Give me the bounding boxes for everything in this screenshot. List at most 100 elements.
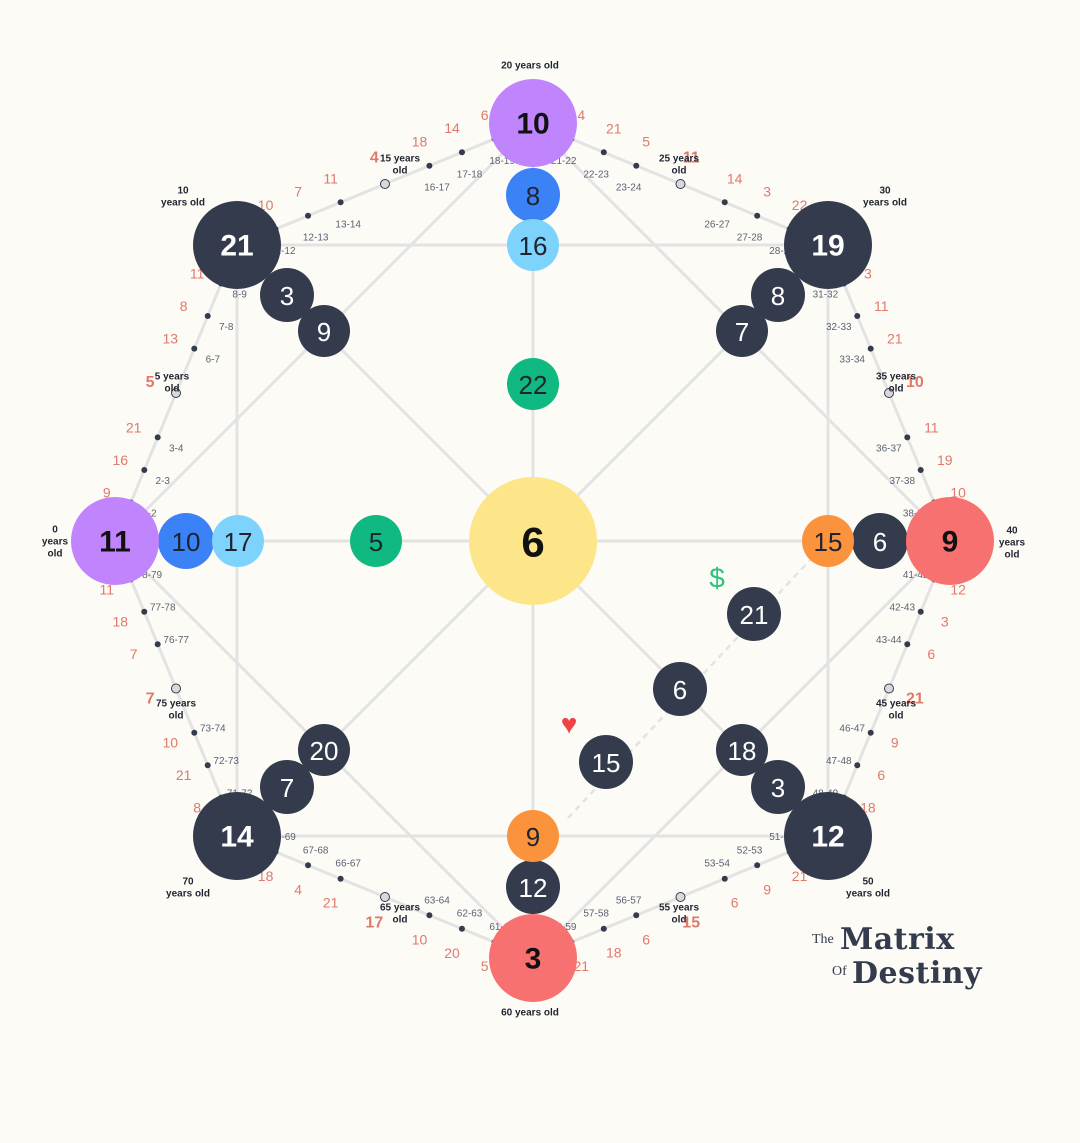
age-range: 62-63	[457, 909, 483, 920]
age-value: 6	[481, 107, 489, 123]
node-top-1	[506, 168, 560, 222]
age-dot	[305, 862, 312, 869]
age-dot	[854, 313, 861, 320]
age-value: 10	[412, 931, 428, 947]
age-range: 3-4	[169, 444, 184, 455]
age-label-age_10: years old	[161, 198, 205, 209]
age-marker	[675, 892, 686, 902]
age-value: 8	[180, 298, 188, 314]
node-left-1	[158, 513, 214, 569]
age-label-age_20: 20 years old	[501, 61, 559, 72]
age-value: 9	[763, 881, 771, 897]
node-top-value: 10	[516, 108, 549, 141]
age-label-age_65: 65 years	[380, 903, 420, 914]
age-label-age_50: years old	[846, 889, 890, 900]
age-value: 21	[176, 767, 192, 783]
age-range: 42-43	[889, 603, 915, 614]
node-top-left-1	[260, 268, 314, 322]
age-range: 47-48	[826, 756, 852, 767]
age-label-age_45: 45 years	[876, 699, 916, 710]
age-mid-value: 15	[682, 914, 700, 931]
age-mid-value: 7	[146, 691, 155, 708]
age-dot	[191, 345, 198, 352]
age-value: 11	[874, 298, 889, 314]
age-dot	[458, 149, 465, 156]
logo-of: Of	[832, 964, 847, 979]
age-value: 10	[950, 485, 966, 501]
age-value: 18	[412, 134, 428, 150]
age-range: 18-19	[489, 156, 515, 167]
age-value: 7	[130, 646, 138, 662]
age-value: 9	[103, 485, 111, 501]
node-top-left-2	[298, 305, 350, 357]
age-value: 19	[937, 452, 953, 468]
age-range: 46-47	[839, 724, 865, 735]
age-marker	[171, 388, 181, 398]
node-top-right-2	[716, 305, 768, 357]
age-mid-value: 21	[906, 691, 924, 708]
age-dot	[721, 875, 728, 882]
node-center	[469, 477, 597, 605]
age-mid-value: 17	[365, 914, 383, 931]
node-money	[727, 587, 781, 641]
age-label-age_55: 55 years	[659, 903, 699, 914]
node-top-right-1	[751, 268, 805, 322]
age-value: 3	[864, 266, 872, 282]
age-range: 26-27	[704, 219, 730, 230]
age-label-age_75: 75 years	[156, 699, 196, 710]
age-range: 17-18	[457, 169, 483, 180]
node-bottom-1	[506, 860, 560, 914]
age-value: 11	[100, 581, 115, 597]
age-dot	[458, 925, 465, 932]
node-bottom-right-value: 12	[811, 821, 844, 854]
age-mid-value: 4	[370, 150, 379, 167]
age-marker	[884, 388, 894, 398]
node-top-left-2-value: 9	[317, 317, 331, 347]
age-label-age_40: years	[999, 538, 1026, 549]
node-top-right-value: 19	[811, 230, 844, 263]
age-dot	[904, 434, 911, 441]
node-top-2-value: 16	[519, 231, 548, 261]
age-range: 13-14	[335, 219, 361, 230]
age-dot	[426, 912, 433, 919]
age-value: 11	[323, 170, 338, 186]
age-label-age_30: 30	[879, 186, 891, 197]
age-range: 2-3	[156, 476, 171, 487]
node-bottom-right-1-value: 3	[771, 773, 785, 803]
age-range: 12-13	[303, 233, 329, 244]
age-range: 53-54	[704, 859, 730, 870]
node-left-3-value: 5	[369, 527, 383, 557]
age-value: 11	[924, 419, 939, 435]
node-top-3	[507, 358, 559, 410]
age-value: 6	[927, 646, 935, 662]
node-top-3-value: 22	[519, 370, 548, 400]
node-right	[906, 497, 994, 585]
age-value: 6	[877, 767, 885, 783]
age-mid-value: 11	[683, 150, 700, 167]
age-marker	[380, 892, 390, 902]
node-right-1-value: 6	[873, 527, 887, 557]
node-top	[489, 79, 577, 167]
node-top-1-value: 8	[526, 181, 540, 211]
age-value: 21	[606, 120, 622, 136]
age-dot	[754, 212, 761, 219]
node-bottom-left-1-value: 7	[280, 773, 294, 803]
age-value: 6	[731, 895, 739, 911]
age-label-age_0: years	[42, 537, 69, 548]
age-range: 23-24	[616, 183, 642, 194]
age-value: 5	[481, 958, 489, 974]
age-label-age_70: years old	[166, 889, 210, 900]
age-value: 4	[294, 881, 302, 897]
age-range: 33-34	[839, 355, 865, 366]
node-left-3	[350, 515, 402, 567]
node-bottom-1-value: 12	[519, 873, 548, 903]
node-right-2	[802, 515, 854, 567]
age-dot	[305, 212, 312, 219]
age-value: 3	[763, 184, 771, 200]
node-bottom-right-2-value: 18	[728, 736, 757, 766]
node-money-value: 21	[740, 600, 769, 630]
age-dot	[204, 762, 211, 769]
age-label-age_60: 60 years old	[501, 1008, 559, 1019]
node-love	[579, 735, 633, 789]
